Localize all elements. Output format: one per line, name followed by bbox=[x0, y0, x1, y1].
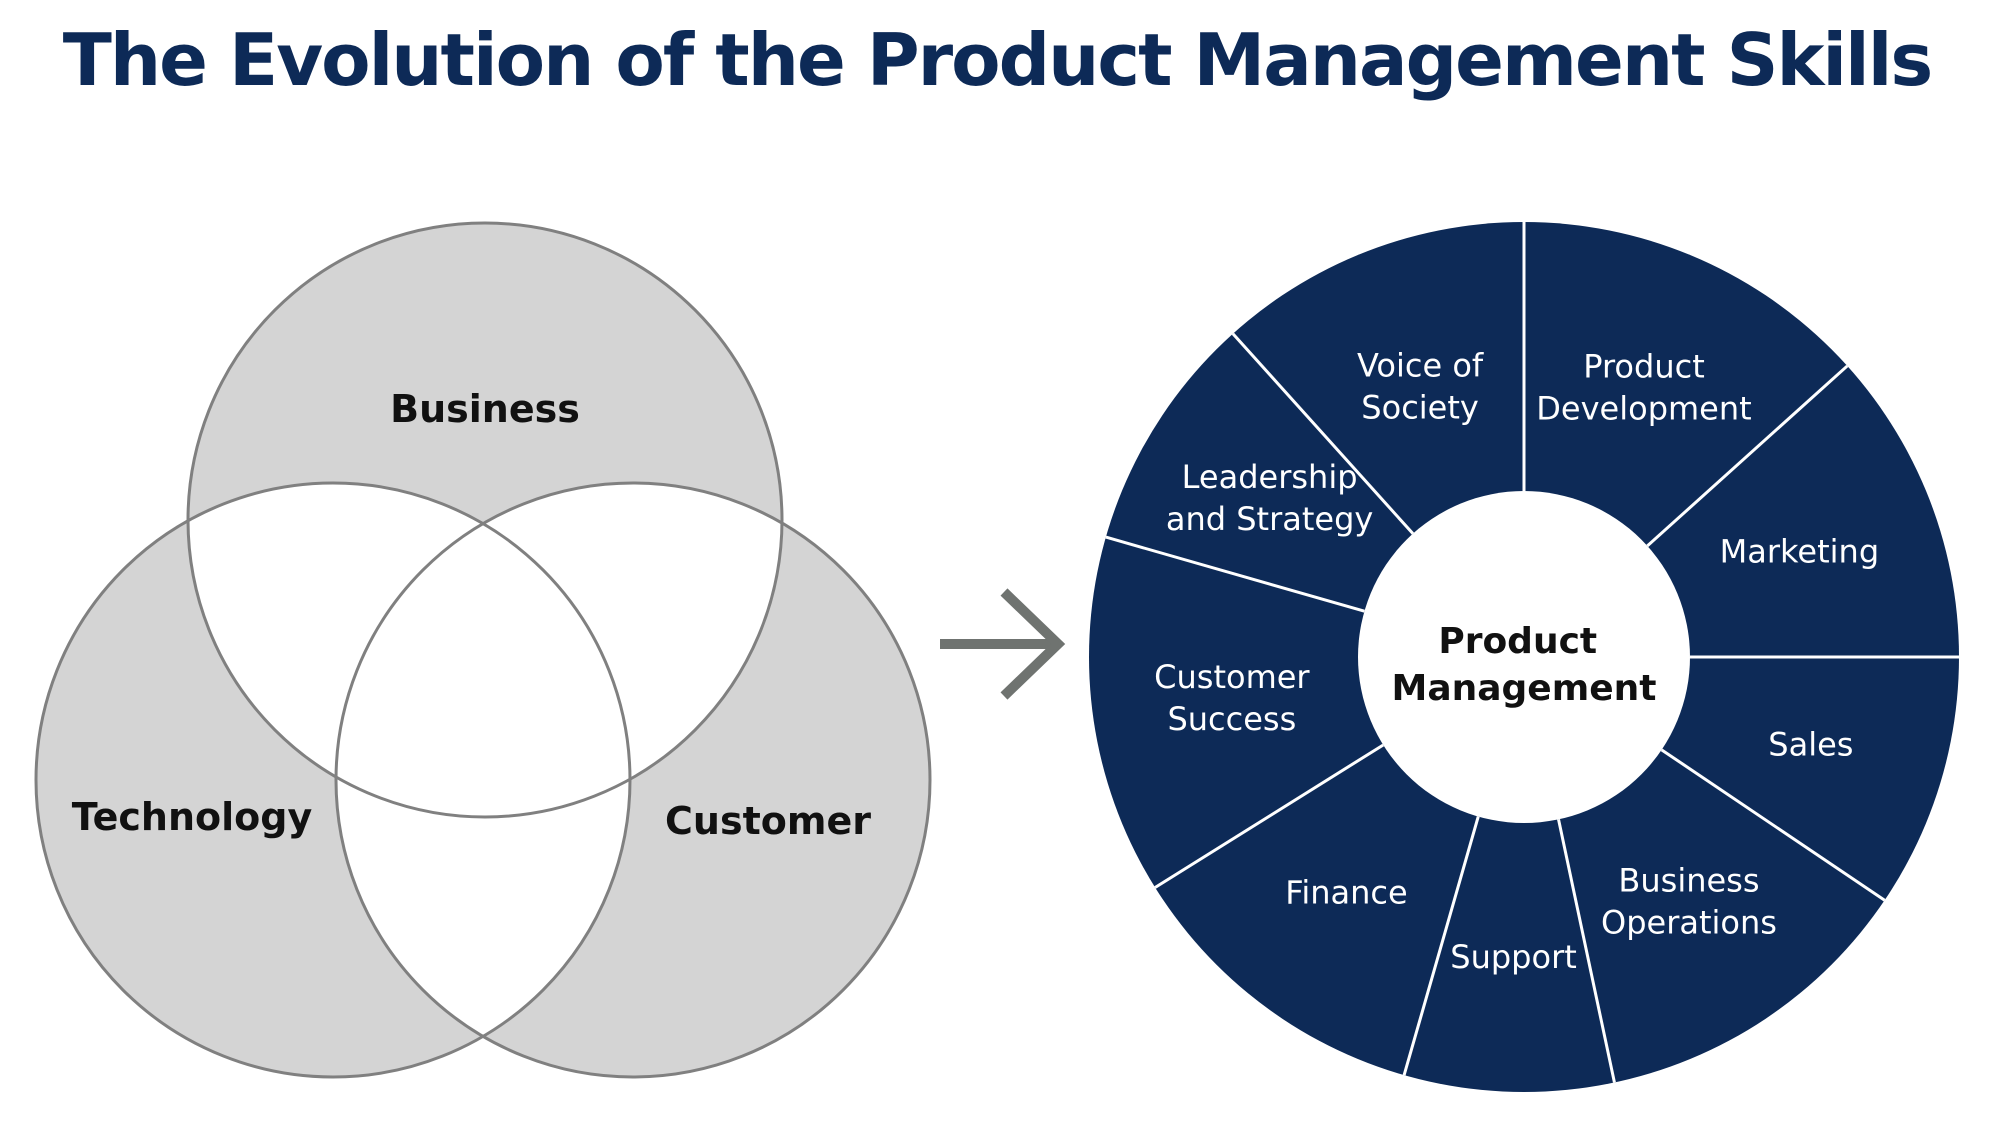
venn-label-technology: Technology bbox=[72, 795, 313, 839]
wheel-segment-line: and Strategy bbox=[1166, 500, 1373, 538]
venn-outline-customer bbox=[334, 481, 932, 1079]
wheel-segment-line: Development bbox=[1536, 390, 1751, 428]
arrow-right-icon bbox=[940, 588, 1066, 700]
wheel-center-label: Product Management bbox=[1392, 621, 1657, 709]
wheel-segment-line: Society bbox=[1361, 388, 1479, 426]
wheel-center-line-1: Product bbox=[1438, 621, 1597, 662]
wheel-segment-line: Voice of bbox=[1357, 346, 1484, 384]
wheel-segment-line: Finance bbox=[1285, 874, 1407, 912]
wheel-segment-line: Support bbox=[1450, 938, 1577, 976]
wheel-center-line-2: Management bbox=[1392, 668, 1657, 709]
wheel-center-circle bbox=[1358, 491, 1690, 823]
venn-label-business: Business bbox=[390, 387, 580, 431]
wheel-segment-line: Operations bbox=[1601, 904, 1777, 942]
venn-diagram: Business Technology Customer bbox=[34, 221, 932, 1079]
wheel-segment-line: Leadership bbox=[1182, 458, 1358, 496]
wheel-divider bbox=[1231, 332, 1415, 535]
wheel-divider bbox=[1402, 816, 1480, 1076]
wheel-segment-label: Finance bbox=[1285, 874, 1407, 912]
wheel-segment-line: Marketing bbox=[1720, 532, 1879, 570]
wheel-divider bbox=[1105, 535, 1365, 613]
wheel-divider bbox=[1660, 748, 1886, 902]
wheel-segment-label: Marketing bbox=[1720, 532, 1879, 570]
wheel-segment-line: Success bbox=[1167, 700, 1296, 738]
venn-label-customer: Customer bbox=[665, 799, 871, 843]
venn-overlap-technology-customer bbox=[336, 483, 630, 1077]
wheel-segment-line: Customer bbox=[1154, 658, 1310, 696]
page-title: The Evolution of the Product Management … bbox=[62, 18, 1934, 102]
wheel-divider bbox=[1646, 364, 1849, 548]
wheel-segment-label: Support bbox=[1450, 938, 1577, 976]
wheel-segment-line: Business bbox=[1618, 862, 1759, 900]
wheel-divider bbox=[1557, 819, 1616, 1083]
wheel-segment-line: Product bbox=[1583, 348, 1705, 386]
venn-outline-technology bbox=[34, 481, 632, 1079]
wheel-segment-label: Leadership and Strategy bbox=[1166, 458, 1373, 538]
wheel-segment-line: Sales bbox=[1768, 726, 1853, 764]
wheel-segment-label: Voice of Society bbox=[1357, 346, 1484, 426]
wheel-divider bbox=[1154, 743, 1385, 889]
wheel-segment-label: Sales bbox=[1768, 726, 1853, 764]
